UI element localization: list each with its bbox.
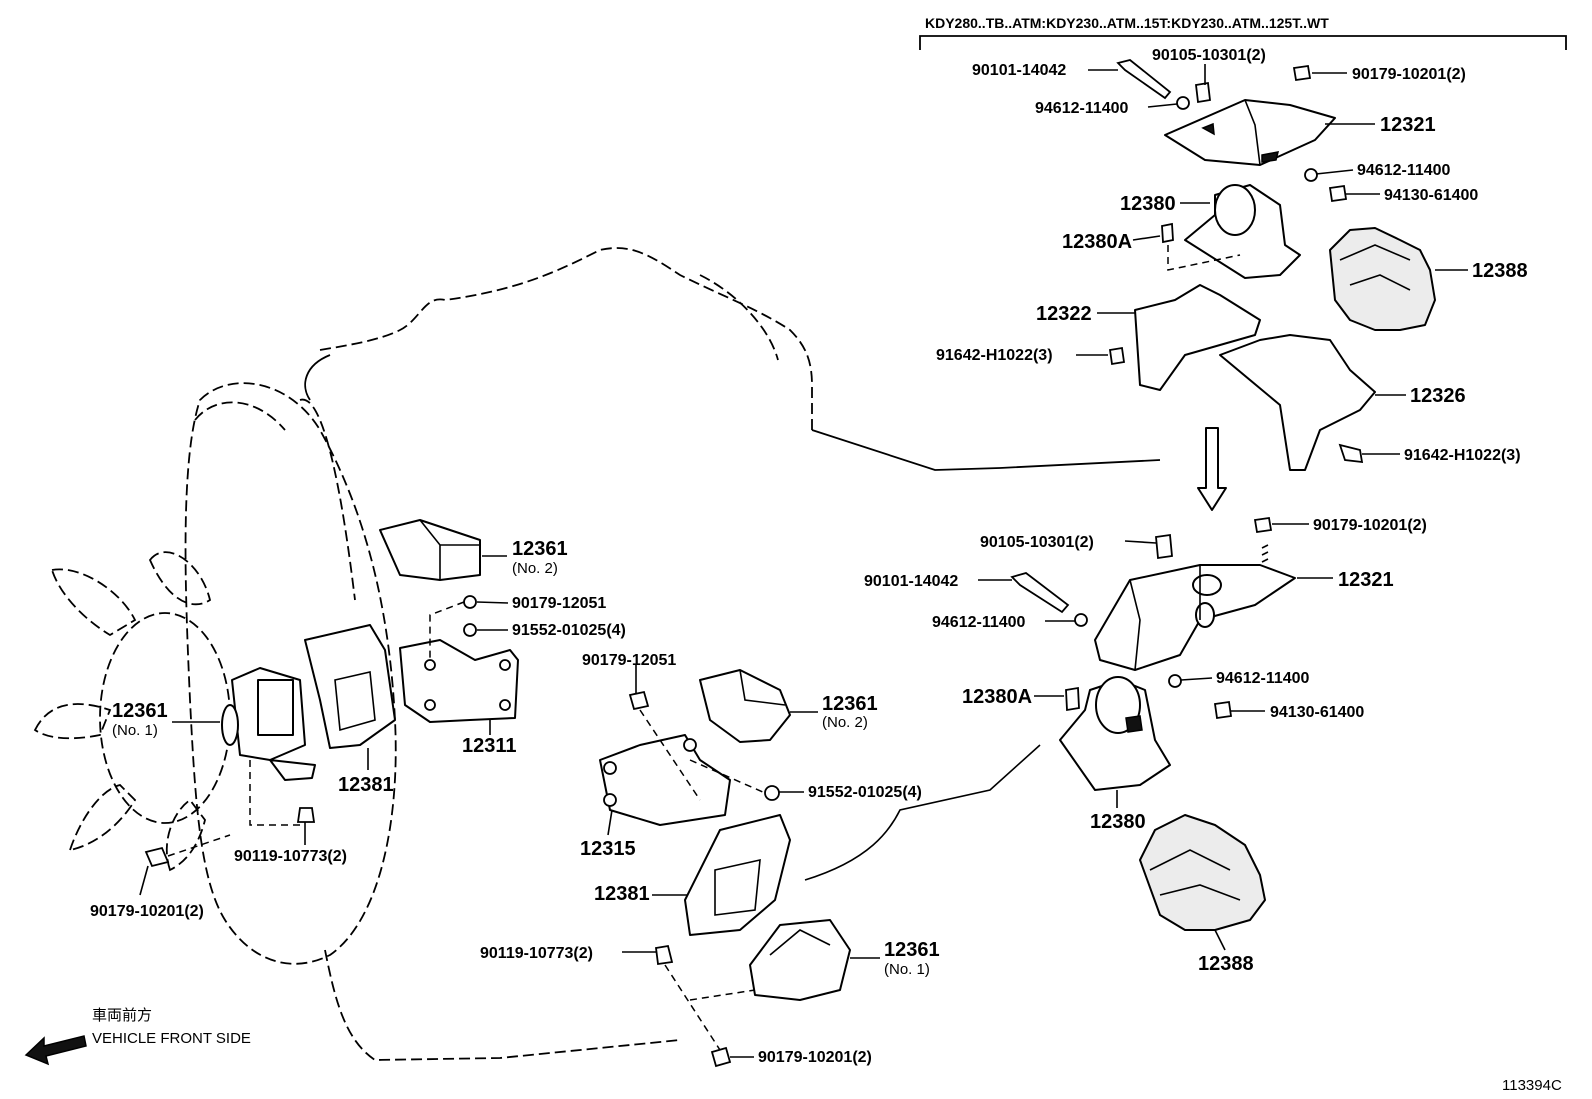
arrow-left-down-icon [24, 1035, 87, 1066]
label-91552-01025-left: 91552-01025(4) [512, 622, 626, 639]
label-12388-mid: 12388 [1198, 953, 1254, 975]
label-12321-top: 12321 [1380, 114, 1436, 136]
center-mount-group [599, 669, 1041, 1068]
label-90179-10201-center: 90179-10201(2) [758, 1049, 872, 1066]
insulator-12361-no1-center [749, 919, 851, 1001]
label-12388-top: 12388 [1472, 260, 1528, 282]
label-12381-center: 12381 [594, 883, 650, 905]
label-12322: 12322 [1036, 303, 1092, 325]
front-side-japanese: 車両前方 [92, 1007, 152, 1024]
label-90119-10773-left: 90119-10773(2) [234, 848, 347, 865]
label-90179-10201-top: 90179-10201(2) [1352, 66, 1466, 83]
nut-90179-12051-left [463, 595, 477, 609]
bolt-90101-14042-mid [1010, 572, 1070, 614]
label-90101-14042-top: 90101-14042 [972, 62, 1066, 79]
vehicle-front-indicator: 車両前方 VEHICLE FRONT SIDE [24, 1007, 251, 1066]
label-94130-61400-mid: 94130-61400 [1270, 704, 1364, 721]
label-94612-11400-mid-a: 94612-11400 [932, 614, 1026, 631]
bolt-91552-01025-left [463, 623, 477, 637]
label-94612-11400-top-a: 94612-11400 [1035, 100, 1129, 117]
label-90105-10301-mid: 90105-10301(2) [980, 534, 1094, 551]
label-90119-10773-center: 90119-10773(2) [480, 945, 593, 962]
bolt-90119-10773-center [654, 944, 674, 966]
label-90101-14042-mid: 90101-14042 [864, 573, 958, 590]
insulator-12361-no2-left [379, 519, 481, 581]
left-mount-group [144, 519, 519, 868]
nut-90179-12051-center [628, 690, 650, 711]
label-90179-12051-center: 90179-12051 [582, 652, 676, 669]
label-12380-top: 12380 [1120, 193, 1176, 215]
bracket-12321-mid [1094, 564, 1296, 671]
label-90105-10301-top: 90105-10301(2) [1152, 47, 1266, 64]
label-90179-12051-left: 90179-12051 [512, 595, 606, 612]
insulator-12381-center [684, 814, 791, 936]
label-12315: 12315 [580, 838, 636, 860]
leader-lines [139, 64, 1468, 1058]
bracket-12311 [399, 639, 519, 723]
part-number-labels: KDY280..TB..ATM:KDY230..ATM..15T:KDY230.… [90, 15, 1528, 1066]
nut-90179-10201-top [1292, 64, 1312, 82]
bracket-12321-top [1164, 99, 1336, 166]
label-94612-11400-top-b: 94612-11400 [1357, 162, 1451, 179]
label-12361-no2-center: 12361 [822, 693, 878, 715]
label-12361-no1-center: 12361 [884, 939, 940, 961]
label-94130-61400-top: 94130-61400 [1384, 187, 1478, 204]
bolt-91552-01025-center [764, 785, 780, 801]
label-90179-10201-mid: 90179-10201(2) [1313, 517, 1427, 534]
figure-id: 113394C [1502, 1077, 1562, 1094]
label-91642-H1022-b: 91642-H1022(3) [1404, 447, 1521, 464]
insulator-12381-left [304, 624, 396, 749]
washer-94612-11400-top-a [1176, 96, 1190, 110]
label-91642-H1022-a: 91642-H1022(3) [936, 347, 1053, 364]
bracket-12315 [599, 734, 731, 826]
label-12380A-mid: 12380A [962, 686, 1032, 708]
label-12321-mid: 12321 [1338, 569, 1394, 591]
label-12311: 12311 [462, 735, 517, 757]
nut-90179-10201-mid [1253, 516, 1273, 534]
nut-90179-10201-center [710, 1046, 732, 1068]
bracket-12326 [1219, 334, 1376, 471]
label-12380A-top: 12380A [1062, 231, 1132, 253]
insulator-12361-no2-center [699, 669, 791, 743]
bolt-90105-10301-mid [1155, 533, 1173, 560]
bolt-90105-10301-top [1195, 81, 1211, 104]
washer-94612-11400-mid-b [1168, 674, 1182, 688]
label-12361-no2-center-sub: (No. 2) [822, 714, 868, 731]
washer-94612-11400-mid-a [1074, 613, 1088, 627]
label-12361-no1-center-sub: (No. 1) [884, 961, 930, 978]
label-90179-10201-left: 90179-10201(2) [90, 903, 204, 920]
nut-94130-61400-top [1328, 184, 1348, 203]
bolt-12380A-mid [1065, 686, 1080, 712]
label-91552-01025-center: 91552-01025(4) [808, 784, 922, 801]
insulator-12380-mid [1059, 679, 1171, 791]
nut-90179-10201-left [144, 846, 170, 868]
bracket-12322 [1134, 284, 1261, 391]
nut-94130-61400-mid [1213, 700, 1233, 720]
engine-outline [299, 247, 1161, 1061]
header-note: KDY280..TB..ATM:KDY230..ATM..15T:KDY230.… [925, 15, 1329, 31]
arrow-down-icon [1197, 427, 1227, 511]
bolt-12380A-top [1161, 222, 1174, 244]
label-12361-no1-left-sub: (No. 1) [112, 722, 158, 739]
top-right-mount-group [919, 35, 1567, 511]
label-12380-mid: 12380 [1090, 811, 1146, 833]
bolt-91642-H1022-a [1108, 346, 1126, 366]
label-12381-left: 12381 [338, 774, 394, 796]
label-12361-no2-left: 12361 [512, 538, 568, 560]
fan-pulley [184, 382, 397, 965]
label-12361-no2-left-sub: (No. 2) [512, 560, 558, 577]
cover-12388-top [1329, 227, 1436, 331]
bolt-90101-14042-top [1116, 59, 1172, 100]
front-side-english: VEHICLE FRONT SIDE [92, 1030, 251, 1047]
bolt-91642-H1022-b [1338, 443, 1364, 464]
label-94612-11400-mid-b: 94612-11400 [1216, 670, 1310, 687]
cover-12388-mid [1139, 814, 1266, 931]
label-12326: 12326 [1410, 385, 1466, 407]
right-mid-mount-group [1010, 516, 1296, 931]
label-12361-no1-left: 12361 [112, 700, 168, 722]
washer-94612-11400-top-b [1304, 168, 1318, 182]
